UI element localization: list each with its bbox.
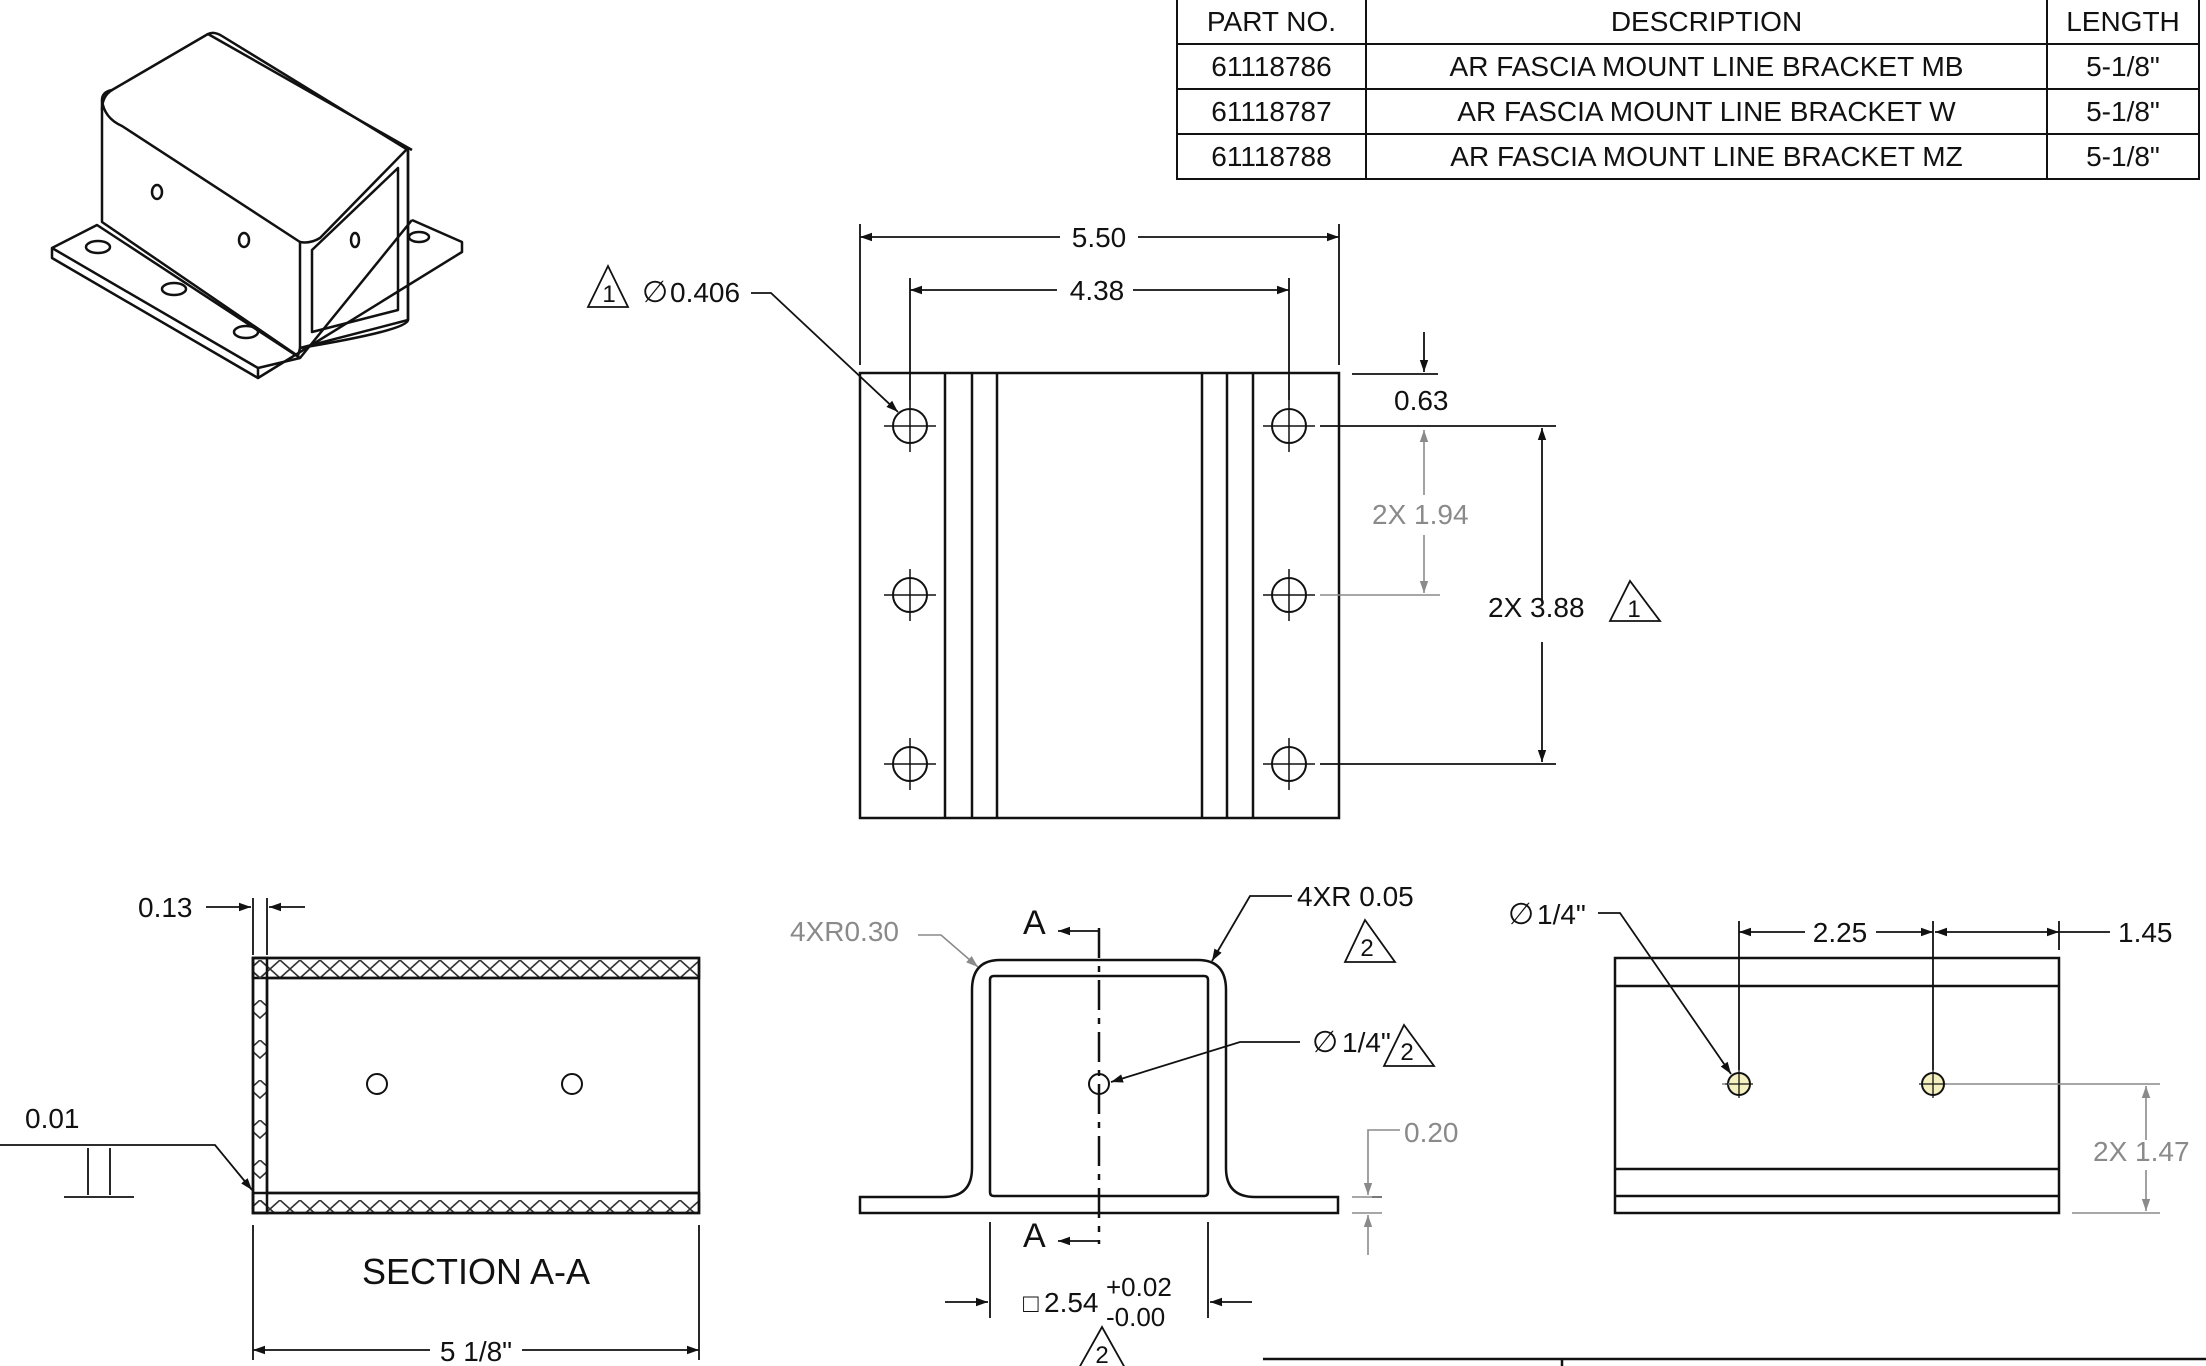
side-view-outline (1613, 956, 2061, 1215)
bom-header-row: PART NO. DESCRIPTION LENGTH (1176, 0, 2200, 45)
bom-header-part-no: PART NO. (1176, 0, 1367, 45)
edge-offset-dim: 0.63 (1394, 385, 1449, 416)
hole-callout: 1/4" (1537, 899, 1586, 930)
side-view-dimensions (1598, 912, 2110, 1075)
hole-spacing-dim: 2.25 (1813, 917, 1868, 948)
inner-radius-dim: 4XR 0.05 (1297, 881, 1414, 912)
isometric-view (50, 31, 464, 380)
front-view-ref-dims (918, 934, 1400, 1255)
bom-part-no: 61118786 (1176, 43, 1367, 90)
bom-description: AR FASCIA MOUNT LINE BRACKET MB (1365, 43, 2048, 90)
bom-length: 5-1/8" (2046, 133, 2200, 180)
side-view-ref-dims (1722, 1083, 2160, 1214)
iso-hole (84, 239, 112, 255)
iso-hole (237, 231, 251, 249)
box-size-dim: 2.54 (1044, 1287, 1099, 1318)
iso-box-body (100, 31, 410, 358)
section-letter-top: A (1023, 904, 1046, 942)
revision-triangle (1079, 1325, 1125, 1366)
hole-callout: 1/4" (1342, 1027, 1391, 1058)
revision-triangle (1608, 579, 1662, 622)
height-dim: 2X 1.47 (2093, 1136, 2190, 1167)
revision-number: 1 (1627, 596, 1640, 623)
iso-hole (232, 324, 260, 340)
section-title: SECTION A-A (362, 1251, 590, 1292)
iso-front-face (298, 146, 410, 350)
bom-description: AR FASCIA MOUNT LINE BRACKET W (1365, 88, 2048, 135)
section-letter-bottom: A (1023, 1217, 1046, 1255)
bom-description: AR FASCIA MOUNT LINE BRACKET MZ (1365, 133, 2048, 180)
bom-part-no: 61118787 (1176, 88, 1367, 135)
bom-part-no: 61118788 (1176, 133, 1367, 180)
section-dimensions (0, 898, 700, 1360)
diameter-symbol: ∅ (1508, 898, 1534, 931)
top-view-dimensions (586, 224, 1662, 765)
section-hatch-top (251, 956, 701, 980)
square-symbol: □ (1023, 1288, 1039, 1318)
front-view-inner (988, 974, 1210, 1198)
diameter-symbol: ∅ (1312, 1026, 1338, 1059)
mounting-hole (882, 567, 938, 623)
bom-length: 5-1/8" (2046, 43, 2200, 90)
outer-radius-dim: 4XR0.30 (790, 916, 899, 947)
section-hole (366, 1073, 388, 1095)
pitch-dim: 2X 1.94 (1372, 499, 1469, 530)
revision-number: 2 (1360, 935, 1373, 962)
revision-number: 2 (1095, 1342, 1108, 1366)
iso-hole (407, 230, 431, 244)
top-view (858, 371, 1341, 820)
title-block-corner (1263, 1357, 2206, 1366)
end-offset-dim: 1.45 (2118, 917, 2173, 948)
mounting-hole (882, 736, 938, 792)
mounting-hole (882, 398, 938, 454)
wall-thickness-dim: 0.13 (138, 892, 193, 923)
flange-thickness-dim: 0.20 (1404, 1117, 1459, 1148)
diameter-symbol: ∅ (642, 276, 668, 309)
front-view-labels: A A 4XR0.30 4XR 0.05 2 ∅ 1/4" 2 0.20 □ 2… (790, 881, 1459, 1366)
section-hatch-side (251, 956, 269, 1215)
bom-header-description: DESCRIPTION (1365, 0, 2048, 45)
section-a-a-view (251, 956, 701, 1215)
total-pitch-dim: 2X 3.88 (1488, 592, 1585, 623)
iso-flange (50, 223, 302, 380)
iso-hole (150, 183, 164, 201)
length-dim: 5 1/8" (440, 1336, 512, 1366)
bom-length: 5-1/8" (2046, 88, 2200, 135)
bom-row: 61118788 AR FASCIA MOUNT LINE BRACKET MZ… (1176, 133, 2200, 180)
iso-hole (349, 231, 361, 249)
bom-row: 61118787 AR FASCIA MOUNT LINE BRACKET W … (1176, 88, 2200, 135)
section-hole (561, 1073, 583, 1095)
bom-row: 61118786 AR FASCIA MOUNT LINE BRACKET MB… (1176, 43, 2200, 90)
revision-number: 1 (602, 281, 615, 308)
side-view-labels: ∅ 1/4" 2.25 1.45 2X 1.47 (1508, 898, 2190, 1167)
front-view (858, 928, 1340, 1244)
flatness-dim: 0.01 (25, 1103, 80, 1134)
tolerance-minus: -0.00 (1106, 1302, 1165, 1332)
section-labels: 0.13 0.01 SECTION A-A 5 1/8" (25, 892, 590, 1366)
top-view-labels: 5.50 4.38 1 ∅ 0.406 0.63 2X 1.94 2X 3.88… (602, 222, 1640, 623)
hole-diameter-dim: 0.406 (670, 277, 740, 308)
iso-hole (160, 281, 188, 297)
revision-triangle (1382, 1023, 1436, 1067)
bom-header-length: LENGTH (2046, 0, 2200, 45)
revision-number: 2 (1400, 1039, 1413, 1066)
side-view (1613, 956, 2061, 1215)
top-view-ref-dims (1320, 430, 1440, 596)
front-view-dimensions (945, 895, 1436, 1366)
mounting-hole (1261, 567, 1317, 623)
revision-triangle (586, 263, 630, 308)
revision-triangle (1343, 918, 1397, 963)
mounting-hole (1261, 398, 1317, 454)
overall-width-dim: 5.50 (1072, 222, 1127, 253)
mounting-hole (1261, 736, 1317, 792)
tolerance-plus: +0.02 (1106, 1272, 1172, 1302)
front-view-outline (858, 958, 1340, 1215)
section-hatch-bottom (251, 1191, 701, 1215)
bill-of-materials-table: PART NO. DESCRIPTION LENGTH 61118786 AR … (1176, 0, 2200, 180)
hole-spacing-dim: 4.38 (1070, 275, 1125, 306)
